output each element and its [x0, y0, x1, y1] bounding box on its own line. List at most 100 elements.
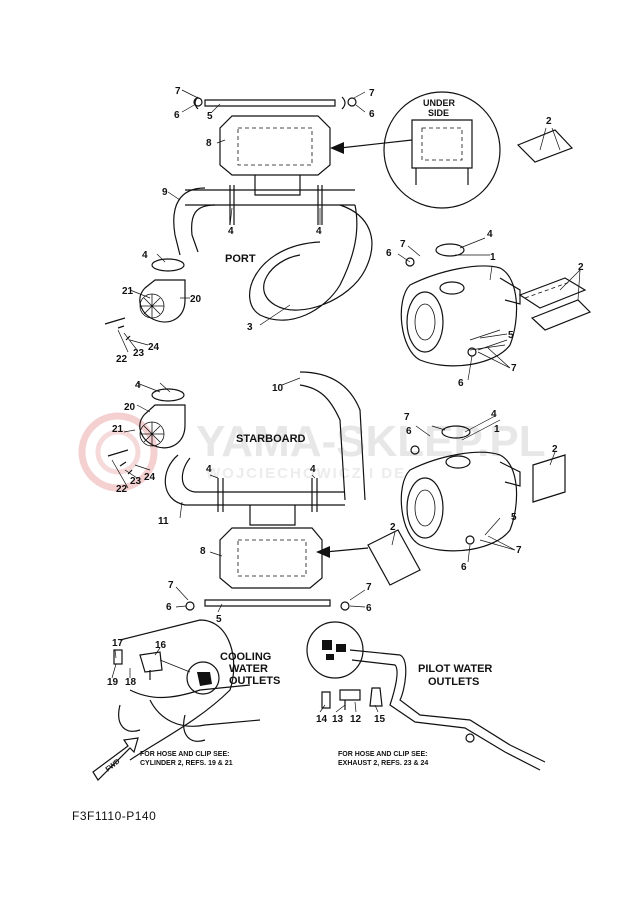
- watermark-logo-inner: [95, 429, 141, 475]
- clamp-4-c: [217, 478, 224, 512]
- muffler-starboard-inlet: [445, 455, 471, 469]
- cooling-label-2: WATER: [229, 663, 268, 675]
- pilot-ref-1: FOR HOSE AND CLIP SEE:: [338, 751, 427, 758]
- muffler-port: [400, 265, 518, 367]
- callout: 6: [458, 378, 464, 389]
- callout: 20: [190, 294, 202, 305]
- bolts-port: [104, 317, 131, 341]
- hose-10: [299, 371, 366, 501]
- callout: 7: [366, 582, 372, 593]
- callout: 24: [148, 342, 160, 353]
- pad-port-c: [524, 281, 571, 299]
- pilot-end-fitting: [465, 733, 475, 743]
- water-box-port-spokes: [140, 294, 164, 318]
- pilot-label-2: OUTLETS: [428, 676, 479, 688]
- callout: 6: [174, 110, 180, 121]
- fwd-label: FWD: [105, 758, 122, 773]
- nut-bottom-right: [340, 601, 350, 611]
- port-label: PORT: [225, 253, 256, 265]
- callout: 6: [461, 562, 467, 573]
- bolts-starboard: [107, 449, 133, 475]
- callout: 8: [206, 138, 212, 149]
- callout: 4: [310, 464, 316, 475]
- muffler-starboard-end: [406, 477, 444, 539]
- muffler-starboard-outlet: [499, 461, 521, 487]
- callout: 9: [162, 187, 168, 198]
- clamp-port: [151, 258, 185, 272]
- callout: 7: [404, 412, 410, 423]
- port-assembly: [104, 91, 592, 367]
- callout: 24: [144, 472, 156, 483]
- cooling-label-1: COOLING: [220, 651, 271, 663]
- silencer-bottom-neck: [249, 505, 296, 526]
- silencer-top-inner: [237, 127, 313, 166]
- arrow-starboard-head: [316, 546, 330, 558]
- callout: 6: [369, 109, 375, 120]
- callout: 4: [142, 250, 148, 261]
- callout: 2: [578, 262, 584, 273]
- callout: 4: [135, 380, 141, 391]
- watermark: YAMA-SKLEP.PL WOJCIECHOWICZ I DE: [78, 412, 546, 492]
- fwd-arrow-shape: [92, 737, 139, 781]
- arrow-starboard: [324, 547, 369, 553]
- callout: 6: [366, 603, 372, 614]
- callout: 4: [491, 409, 497, 420]
- nut-port-b: [467, 347, 477, 357]
- cooling-label-3: OUTLETS: [229, 675, 280, 687]
- underside-label-2: SIDE: [428, 108, 449, 118]
- nut-port-a: [405, 257, 415, 267]
- muffler-port-inlet: [439, 281, 465, 295]
- callout: 4: [316, 226, 322, 237]
- muffler-port-end: [406, 291, 444, 353]
- callout: 1: [494, 424, 500, 435]
- cooling-outlets: [113, 619, 261, 761]
- callout: 5: [207, 111, 213, 122]
- starboard-label: STARBOARD: [236, 433, 306, 445]
- silencer-bottom: [219, 527, 323, 589]
- watermark-brand: YAMA-SKLEP.PL: [196, 417, 546, 466]
- callout: 7: [511, 363, 517, 374]
- underside-box: [411, 119, 473, 185]
- callout: 17: [112, 638, 124, 649]
- pilot-fitting-15: [369, 687, 383, 707]
- nut-starboard-b: [465, 535, 475, 545]
- nut-top-right: [347, 97, 357, 107]
- bracket-rod-bottom: [204, 599, 331, 607]
- hose-11: [164, 454, 230, 506]
- cooling-outline: [119, 619, 235, 761]
- clamp-4-b: [317, 185, 323, 225]
- cooling-ref-2: CYLINDER 2, REFS. 19 & 21: [140, 760, 233, 767]
- callout: 6: [406, 426, 412, 437]
- nut-bottom-left: [185, 601, 195, 611]
- silencer-top: [219, 115, 331, 176]
- pilot-fitting-14: [321, 691, 331, 709]
- callout: 5: [508, 330, 514, 341]
- callout: 4: [206, 464, 212, 475]
- leader-lines: [111, 89, 581, 713]
- clip-17: [113, 649, 123, 665]
- callout: 2: [390, 522, 396, 533]
- arrow-underside-head: [330, 142, 344, 154]
- muffler-port-end-inner: [414, 303, 436, 341]
- callout: 5: [511, 512, 517, 523]
- cooling-leader: [159, 659, 191, 673]
- pad-port-b: [530, 299, 592, 331]
- callout: 23: [130, 476, 142, 487]
- callout: 1: [490, 252, 496, 263]
- underside-pad: [516, 129, 574, 163]
- callout: 5: [216, 614, 222, 625]
- muffler-port-outlet: [499, 277, 521, 305]
- cooling-ref-1: FOR HOSE AND CLIP SEE:: [140, 751, 229, 758]
- watermark-owner: WOJCIECHOWICZ I DE: [206, 465, 406, 482]
- bracket-rod-top: [194, 96, 346, 110]
- callout: 21: [122, 286, 134, 297]
- callout: 23: [133, 348, 145, 359]
- pilot-fitting-13: [339, 689, 361, 710]
- callout: 7: [516, 545, 522, 556]
- callout-labels: 7 6 5 7 6 8 9 4 4 4 3 21 20 22 23 24 2 6…: [107, 86, 584, 725]
- pilot-lines: [349, 649, 546, 771]
- callout: 19: [107, 677, 119, 688]
- clamp-4-a: [229, 185, 235, 225]
- cross-tube-bottom: [230, 491, 345, 506]
